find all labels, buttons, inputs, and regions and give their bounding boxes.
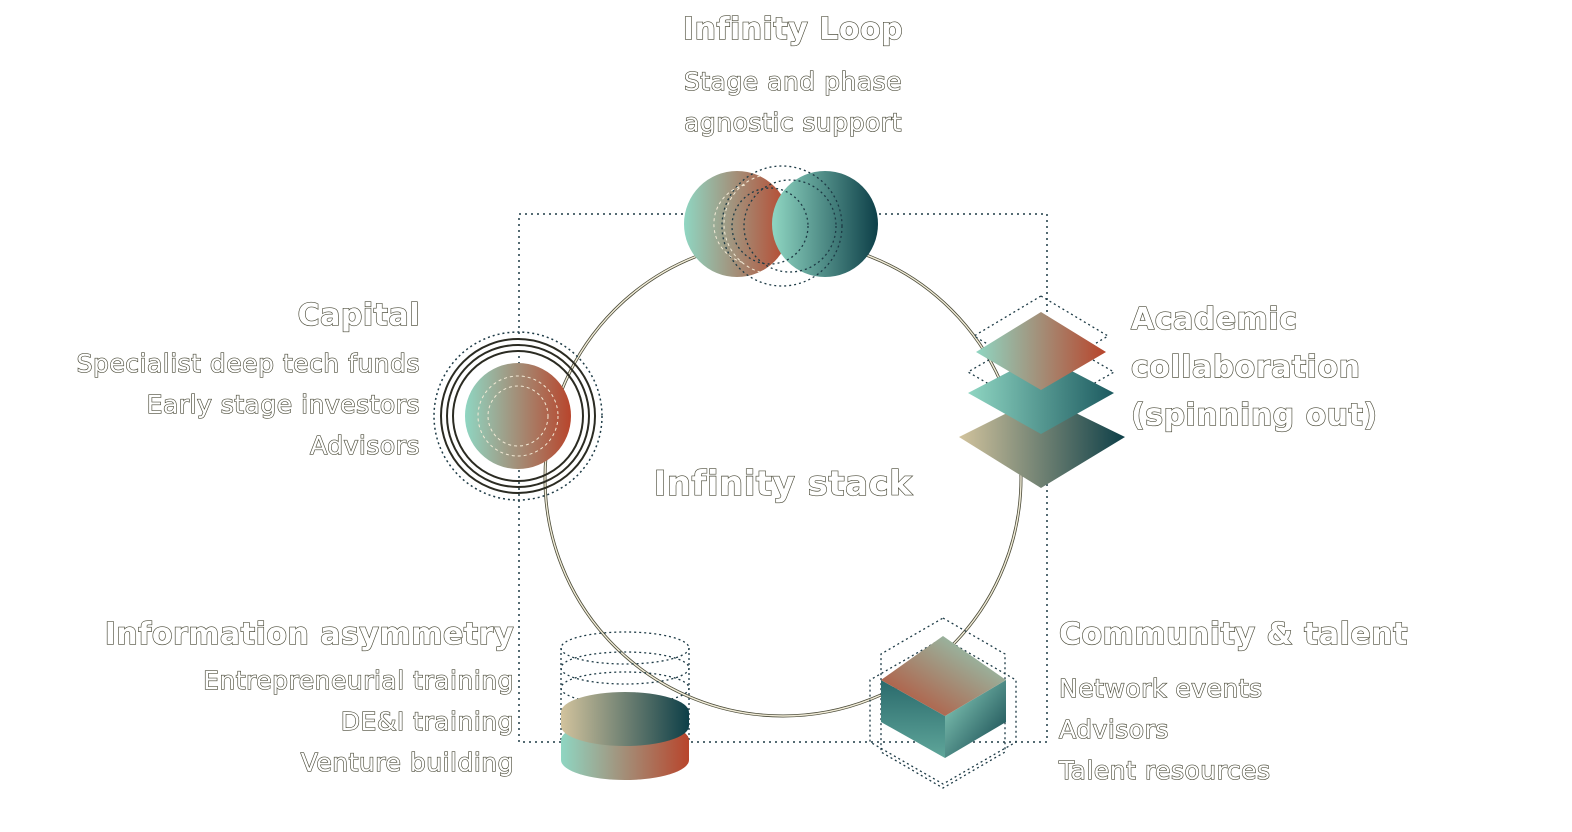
- community-title: Community & talent: [1058, 616, 1409, 652]
- center-label: Infinity stack: [653, 463, 913, 504]
- community-line-2: Advisors: [1058, 714, 1169, 744]
- capital-line-1: Specialist deep tech funds: [76, 348, 420, 378]
- information-title: Information asymmetry: [104, 616, 514, 652]
- capital-icon: [433, 331, 603, 501]
- community-line-3: Talent resources: [1058, 755, 1271, 785]
- academic-title-line-3: (spinning out): [1130, 397, 1378, 433]
- community-block: Community & talent Network events Adviso…: [1058, 616, 1439, 791]
- capital-line-2: Early stage investors: [146, 389, 420, 419]
- community-talent-icon: [869, 617, 1017, 789]
- information-line-2: DE&I training: [340, 706, 514, 736]
- capital-title: Capital: [297, 297, 420, 333]
- information-asymmetry-icon: [560, 631, 690, 780]
- academic-title-line-1: Academic: [1130, 301, 1298, 337]
- academic-block: Academic collaboration (spinning out): [1130, 296, 1431, 440]
- capital-block: Capital Specialist deep tech funds Early…: [30, 297, 420, 466]
- capital-line-3: Advisors: [309, 430, 420, 460]
- information-line-1: Entrepreneurial training: [202, 665, 514, 695]
- infinity-loop-block: Infinity Loop Stage and phase agnostic s…: [633, 11, 953, 143]
- infinity-loop-title: Infinity Loop: [682, 11, 904, 47]
- infinity-loop-line-2: agnostic support: [683, 107, 902, 137]
- academic-title-line-2: collaboration: [1130, 349, 1361, 385]
- infinity-loop-line-1: Stage and phase: [683, 66, 903, 96]
- community-line-1: Network events: [1058, 673, 1263, 703]
- information-line-3: Venture building: [300, 747, 514, 777]
- information-block: Information asymmetry Entrepreneurial tr…: [100, 616, 514, 783]
- academic-collaboration-icon: [959, 295, 1125, 488]
- infinity-loop-icon: [684, 165, 878, 287]
